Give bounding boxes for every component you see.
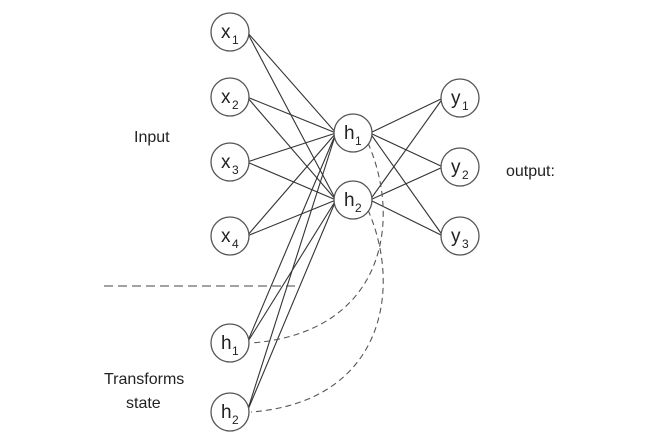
input-node-x1-circle <box>210 12 250 52</box>
output-node-y2-subscript: 2 <box>462 168 469 182</box>
recurrent-edge-h1-c1 <box>250 142 384 344</box>
hidden-node-h1-subscript: 1 <box>355 134 362 148</box>
context-node-h1-circle <box>210 323 250 363</box>
output-node-y1-letter: y <box>451 88 461 109</box>
hidden-node-h1-letter: h <box>344 123 355 144</box>
input-node-x4-letter: x <box>221 226 231 247</box>
recurrent-edge-h2-c2 <box>250 209 384 413</box>
output-node-y1-circle <box>440 78 480 118</box>
transforms-label: Transforms <box>104 371 184 388</box>
context-node-h1-letter: h <box>221 333 232 354</box>
recurrent-connections-layer <box>250 142 384 413</box>
edge-x4-h1 <box>246 132 337 237</box>
edge-x2-h1 <box>246 96 337 134</box>
edge-h2-y1 <box>369 97 444 201</box>
context-node-h2-letter: h <box>221 402 232 423</box>
output-node-y3-subscript: 3 <box>462 237 469 251</box>
output-node-y3-letter: y <box>451 226 461 247</box>
output-node-y2-letter: y <box>451 157 461 178</box>
output-node-y2-circle <box>440 147 480 187</box>
hidden-node-h2-circle <box>333 180 373 220</box>
edge-h1-y3 <box>369 132 444 237</box>
output-node-y3-circle <box>440 216 480 256</box>
edge-x3-h2 <box>246 161 337 201</box>
context-node-h2-subscript: 2 <box>232 413 239 427</box>
edge-x1-h2 <box>246 31 337 201</box>
hidden-node-h1-circle <box>333 113 373 153</box>
context-node-h2-circle <box>210 392 250 432</box>
output-node-y1-subscript: 1 <box>462 99 469 113</box>
hidden-node-h2-subscript: 2 <box>355 201 362 215</box>
input-label: Input <box>134 129 170 146</box>
input-node-x2-circle <box>210 77 250 117</box>
edge-x1-h1 <box>246 31 337 134</box>
edge-x3-h1 <box>246 132 337 163</box>
input-node-x3-circle <box>210 142 250 182</box>
edge-h1-y2 <box>369 132 444 168</box>
input-node-x3-subscript: 3 <box>232 163 239 177</box>
input-node-x2-subscript: 2 <box>232 98 239 112</box>
context-node-h1-subscript: 1 <box>232 344 239 358</box>
edge-x2-h2 <box>246 96 337 201</box>
edge-h1-y1 <box>369 97 444 134</box>
input-node-x4-subscript: 4 <box>232 237 239 251</box>
edge-c1-h1 <box>246 132 337 344</box>
edge-c2-h2 <box>246 199 337 413</box>
edge-x4-h2 <box>246 199 337 237</box>
input-node-x1-letter: x <box>221 22 231 43</box>
input-node-x3-letter: x <box>221 152 231 173</box>
edge-h2-y3 <box>369 199 444 237</box>
input-node-x2-letter: x <box>221 87 231 108</box>
edge-c2-h1 <box>246 132 337 413</box>
input-node-x1-subscript: 1 <box>232 33 239 47</box>
output-label: output: <box>506 163 555 180</box>
input-node-x4-circle <box>210 216 250 256</box>
hidden-node-h2-letter: h <box>344 190 355 211</box>
connections-layer <box>246 31 444 413</box>
state-label: state <box>126 395 161 412</box>
